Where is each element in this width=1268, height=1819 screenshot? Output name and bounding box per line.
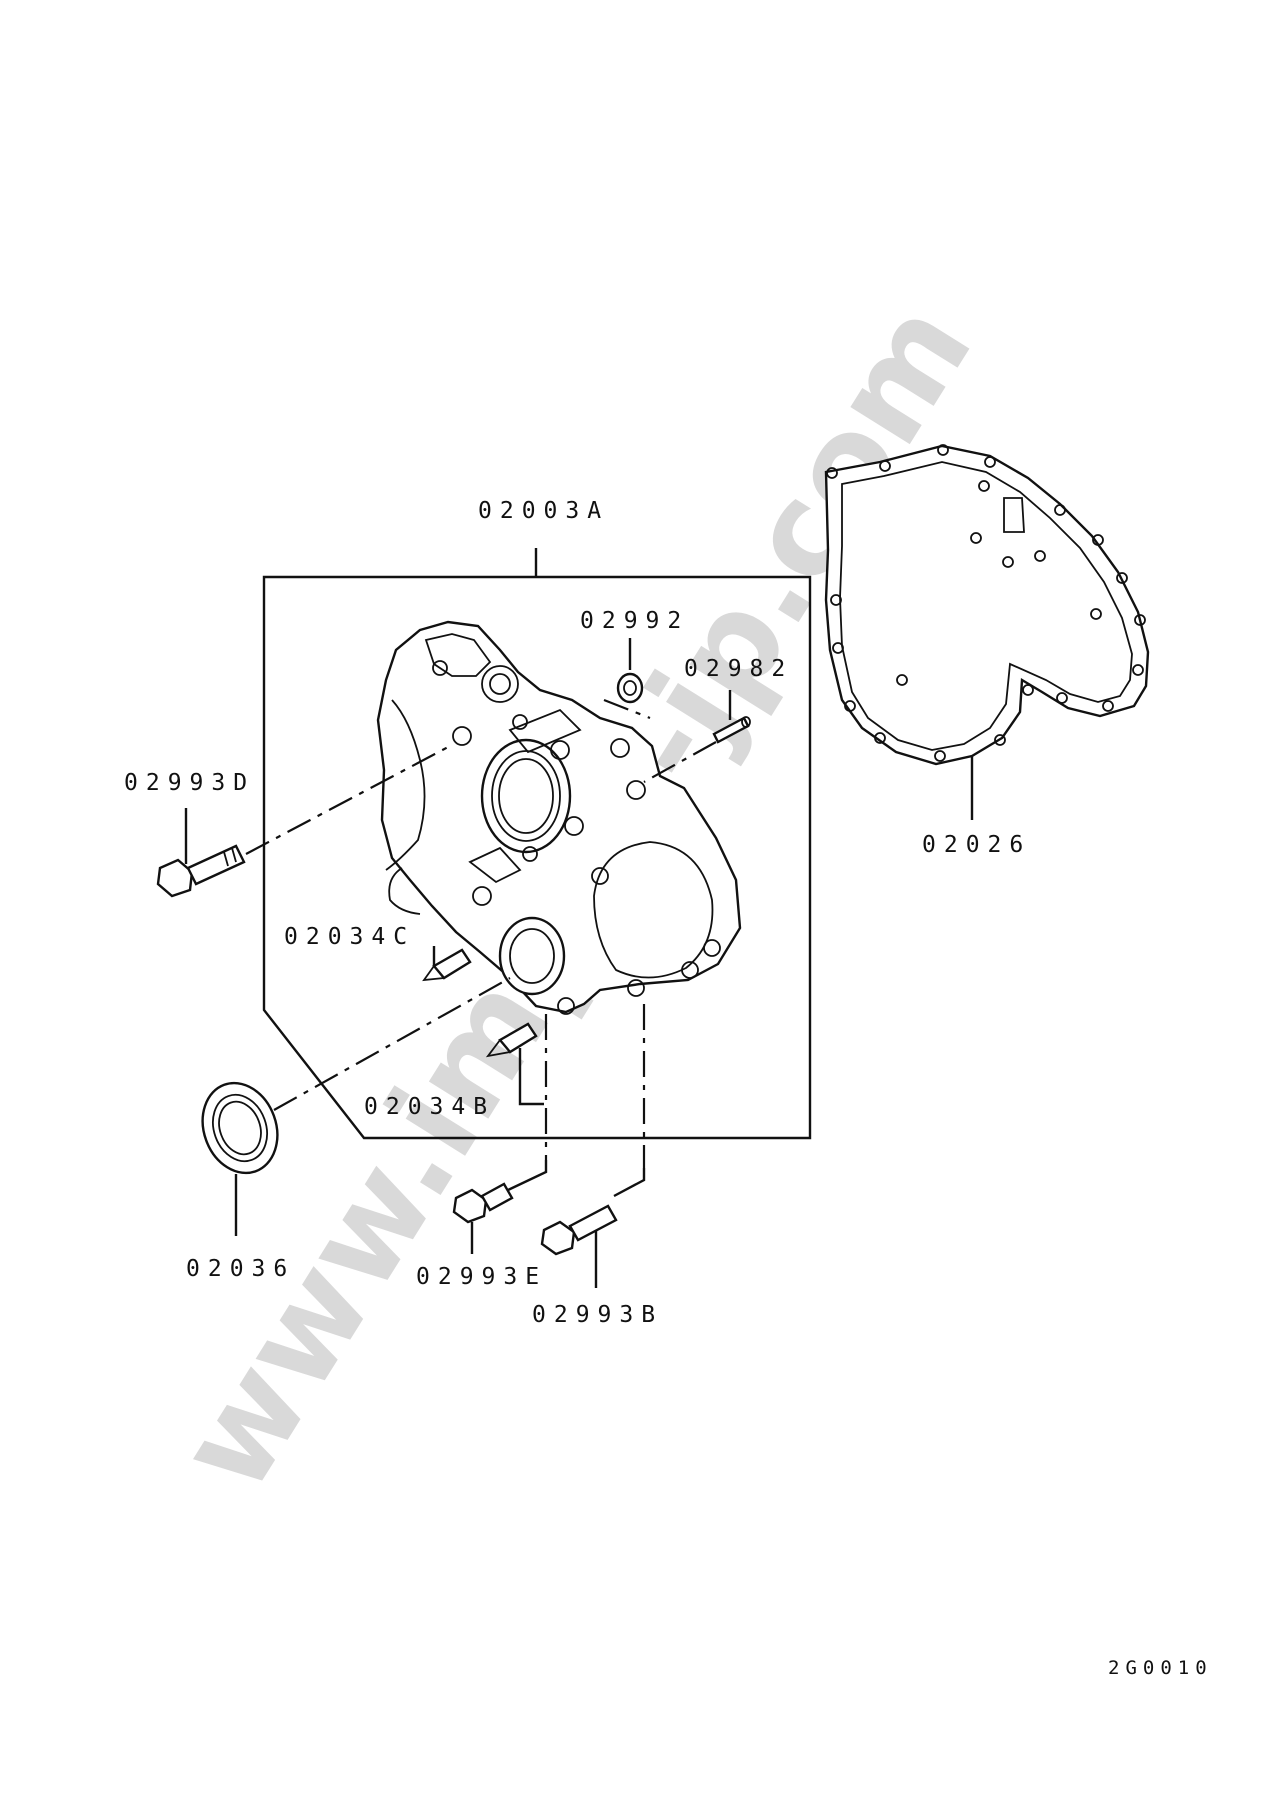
- pin-b-leader: [518, 1048, 544, 1106]
- oil-seal-02036: [201, 1081, 279, 1175]
- bolt-e-leader: [470, 1160, 548, 1254]
- seal-centerline: [273, 977, 511, 1111]
- label-pin-top: 02982: [684, 656, 793, 682]
- label-pin-b: 02034B: [364, 1094, 495, 1120]
- label-bolt-b: 02993B: [532, 1302, 663, 1328]
- label-oil-seal: 02036: [186, 1256, 295, 1282]
- label-assembly: 02003A: [478, 498, 609, 524]
- label-pin-c: 02034C: [284, 924, 415, 950]
- label-bolt-e: 02993E: [416, 1264, 547, 1290]
- plug-centerline: [603, 698, 651, 720]
- label-plug-top: 02992: [580, 608, 689, 634]
- bolt-b-leader: [594, 1168, 646, 1288]
- label-bolt-left: 02993D: [124, 770, 255, 796]
- drawing-code: 2G0010: [1108, 1657, 1213, 1679]
- pin-02034B: [485, 1022, 538, 1058]
- gasket: [824, 444, 1150, 766]
- pin-02034C: [422, 948, 472, 982]
- assembly-boundary: [262, 575, 812, 1140]
- bolt-d-centerline: [245, 745, 451, 855]
- plug-02992: [616, 672, 644, 704]
- label-gasket: 02026: [922, 832, 1031, 858]
- pin-02982: [712, 716, 751, 744]
- pin-top-centerline: [643, 741, 717, 783]
- bolt-02993E: [452, 1182, 514, 1224]
- bolt-02993B: [540, 1204, 618, 1256]
- bolt-02993D: [156, 844, 246, 898]
- timing-gear-case: [376, 620, 742, 1015]
